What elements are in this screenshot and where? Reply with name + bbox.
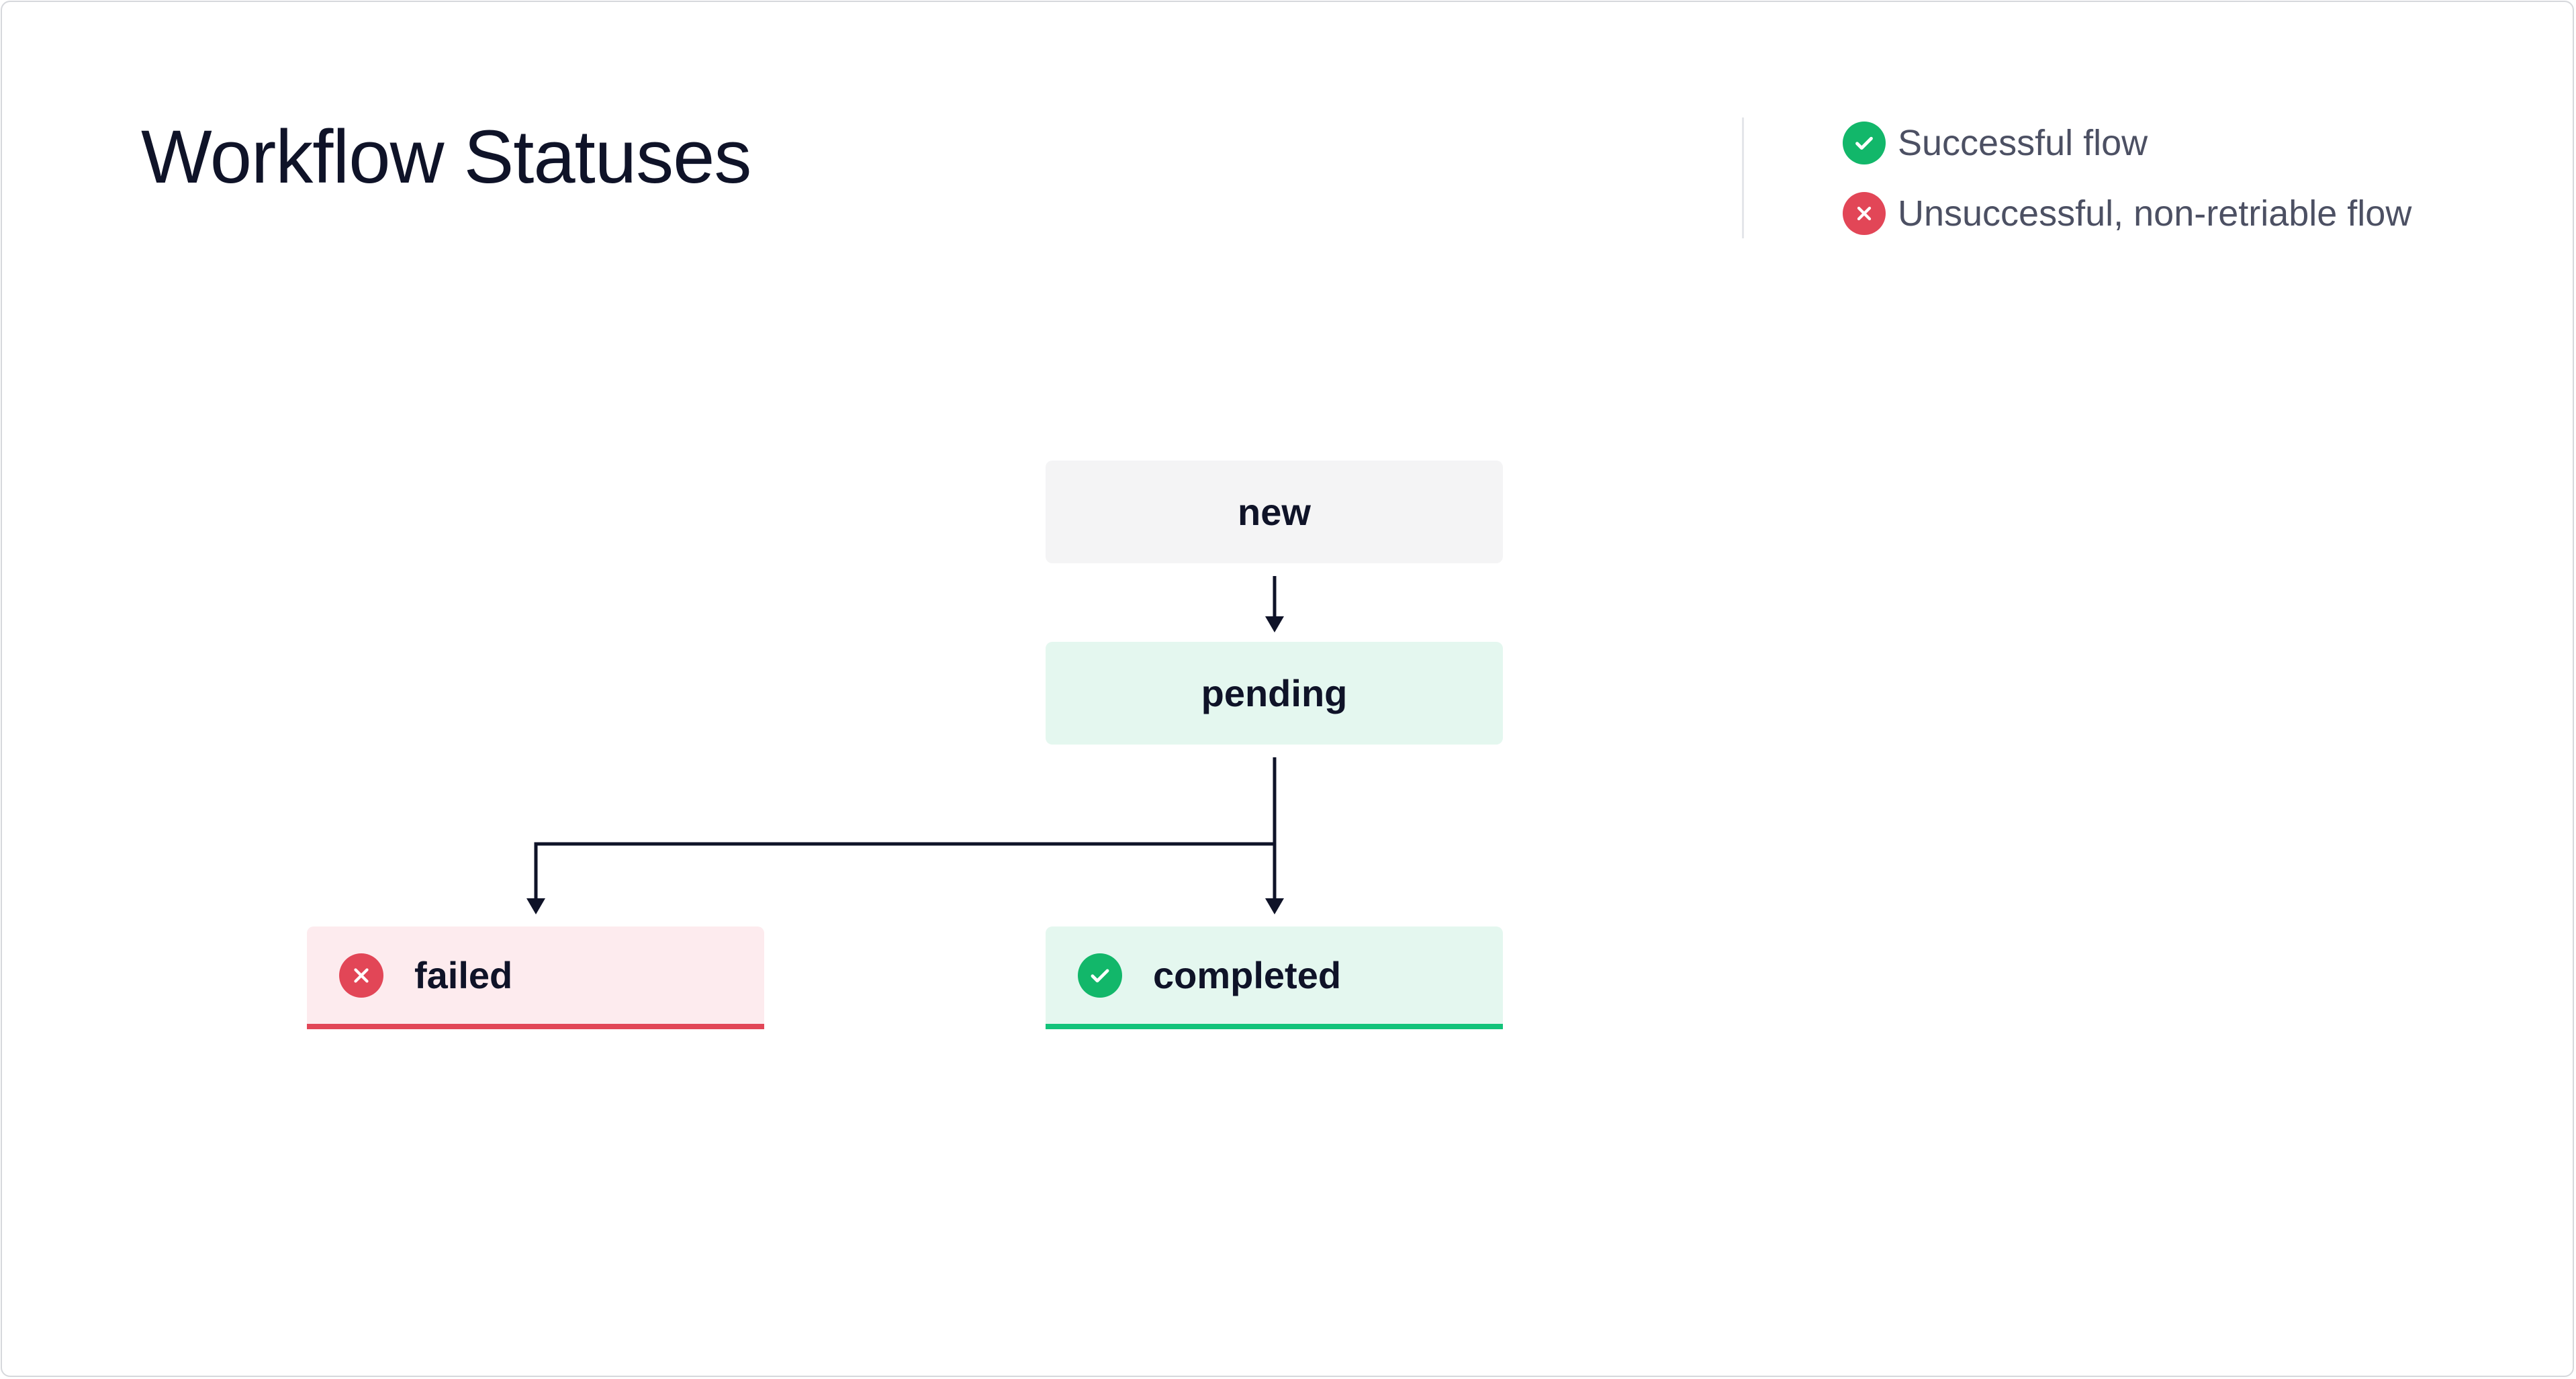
- node-pending: pending: [1046, 642, 1503, 745]
- check-circle-icon: [1078, 953, 1122, 998]
- node-label: completed: [1153, 954, 1342, 996]
- legend-item-successful: Successful flow: [1843, 120, 2148, 167]
- legend-item-unsuccessful: Unsuccessful, non-retriable flow: [1843, 190, 2411, 237]
- legend-label: Unsuccessful, non-retriable flow: [1898, 193, 2412, 234]
- x-circle-icon: [1843, 192, 1886, 235]
- node-failed: failed: [307, 926, 764, 1029]
- node-label: pending: [1201, 672, 1348, 714]
- legend-label: Successful flow: [1898, 123, 2148, 163]
- x-circle-icon: [339, 953, 383, 998]
- check-circle-icon: [1843, 122, 1886, 164]
- node-label: new: [1238, 491, 1311, 533]
- node-new: new: [1046, 461, 1503, 563]
- node-label: failed: [414, 954, 513, 996]
- page-title: Workflow Statuses: [141, 115, 751, 199]
- legend-divider: [1742, 117, 1744, 238]
- node-completed: completed: [1046, 926, 1503, 1029]
